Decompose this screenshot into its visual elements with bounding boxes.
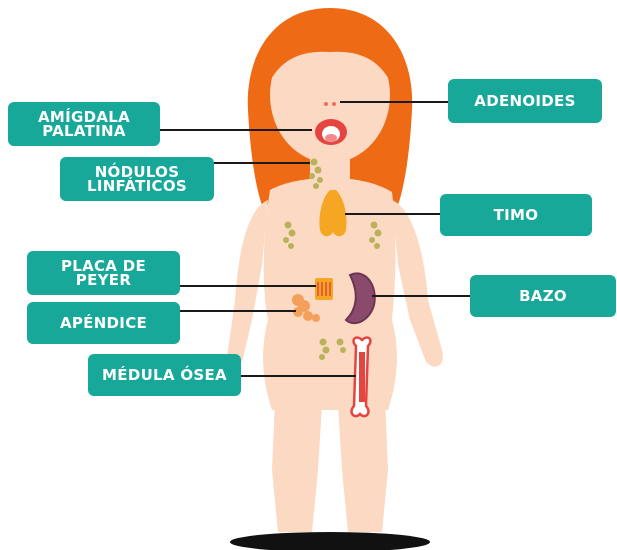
- left-arm: [227, 200, 268, 367]
- label-medula-osea: MÉDULA ÓSEA: [88, 354, 241, 396]
- label-amigdala-palatina: AMÍGDALA PALATINA: [8, 102, 160, 146]
- label-nodulos-linfaticos: NÓDULOS LINFÁTICOS: [60, 157, 214, 201]
- left-leg: [272, 400, 322, 532]
- label-timo: TIMO: [440, 194, 592, 236]
- label-apendice: APÉNDICE: [27, 302, 180, 344]
- right-leg: [338, 400, 388, 532]
- label-adenoides: ADENOIDES: [448, 79, 602, 123]
- label-bazo: BAZO: [470, 275, 616, 317]
- right-arm: [392, 200, 443, 367]
- peyers-patch: [315, 278, 333, 300]
- adenoid-dot: [332, 102, 336, 106]
- ground-shadow: [230, 532, 430, 550]
- tongue: [325, 134, 337, 142]
- adenoid-dot: [324, 102, 328, 106]
- label-placa-de-peyer: PLACA DE PEYER: [27, 251, 180, 295]
